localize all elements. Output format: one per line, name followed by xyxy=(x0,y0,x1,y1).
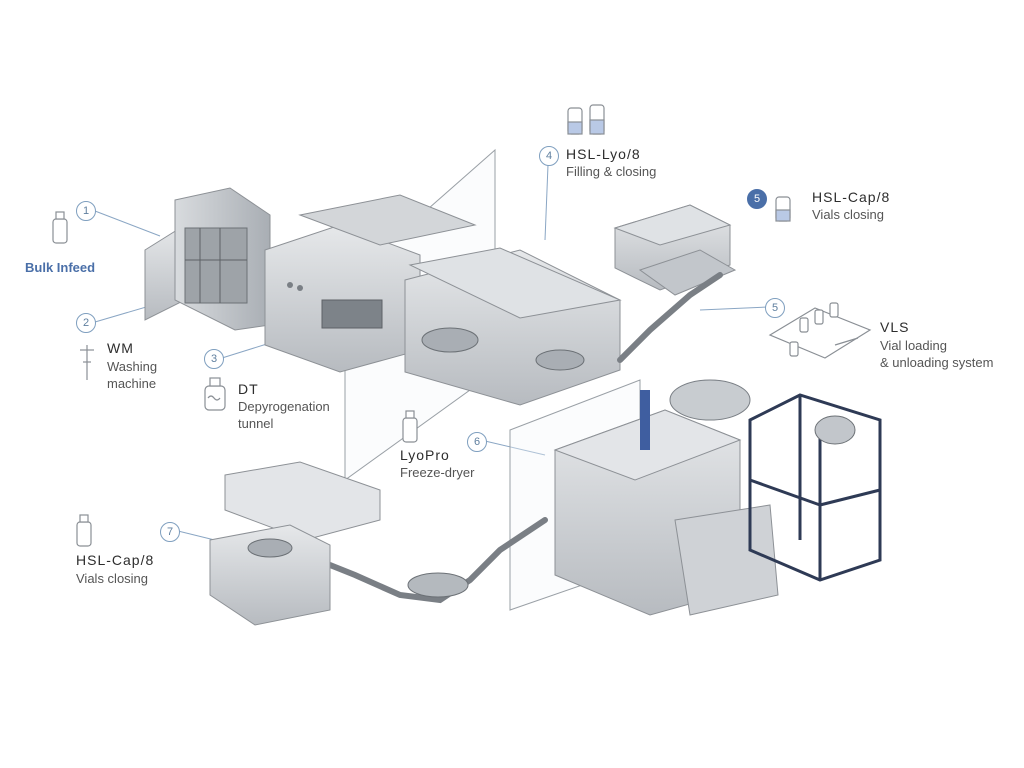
station-desc-hsl-cap-top: Vials closing xyxy=(812,207,885,222)
station-name-wm: WM xyxy=(107,340,134,356)
station-number-7: 7 xyxy=(160,522,180,542)
station-desc-wm-2: machine xyxy=(107,376,157,391)
capping-machine-bottom-body xyxy=(209,461,381,626)
station-number-5-top: 5 xyxy=(747,189,767,209)
station-number-2: 2 xyxy=(76,313,96,333)
vls-device xyxy=(768,302,872,359)
station-number-5-vls: 5 xyxy=(765,298,785,318)
vial-pair-icon xyxy=(567,104,605,135)
station-desc-vls-1: Vial loading xyxy=(880,338,947,353)
station-desc-wm-1: Washing xyxy=(107,359,158,374)
station-desc-vls-2: & unloading system xyxy=(880,355,994,370)
station-number-4: 4 xyxy=(539,146,559,166)
vial-icon xyxy=(775,196,791,222)
station-desc-hsl-lyo: Filling & closing xyxy=(566,164,657,179)
station-number-3: 3 xyxy=(204,349,224,369)
leader-lines xyxy=(94,164,769,546)
capping-machine-top-body xyxy=(613,204,737,296)
station-number-6: 6 xyxy=(467,432,487,452)
vial-icon xyxy=(76,514,92,547)
utility-skid-frame xyxy=(748,393,882,582)
rotary-table xyxy=(407,572,469,598)
station-name-lyopro: LyoPro xyxy=(400,447,450,463)
station-name-dt: DT xyxy=(238,381,259,397)
filling-line-body xyxy=(404,247,622,406)
washing-machine-body xyxy=(144,187,271,331)
station-desc-dt-2: tunnel xyxy=(238,416,274,431)
station-name-hsl-cap-bottom: HSL-Cap/8 xyxy=(76,552,155,568)
depyrogenation-vial-icon xyxy=(204,377,226,411)
station-number-1: 1 xyxy=(76,201,96,221)
syringe-icon xyxy=(80,345,94,380)
freeze-dryer-body xyxy=(553,379,779,616)
station-desc-hsl-cap-bottom: Vials closing xyxy=(76,571,149,586)
station-name-hsl-cap-top: HSL-Cap/8 xyxy=(812,189,891,205)
vial-icon xyxy=(52,211,68,244)
station-desc-dt-1: Depyrogenation xyxy=(238,399,330,414)
bulk-infeed-label: Bulk Infeed xyxy=(25,260,96,275)
depyrogenation-tunnel-body xyxy=(264,194,477,373)
conveyors xyxy=(327,272,723,604)
station-desc-lyopro: Freeze-dryer xyxy=(400,465,475,480)
station-name-vls: VLS xyxy=(880,319,910,335)
station-name-hsl-lyo: HSL-Lyo/8 xyxy=(566,146,641,162)
vial-icon xyxy=(402,410,418,443)
